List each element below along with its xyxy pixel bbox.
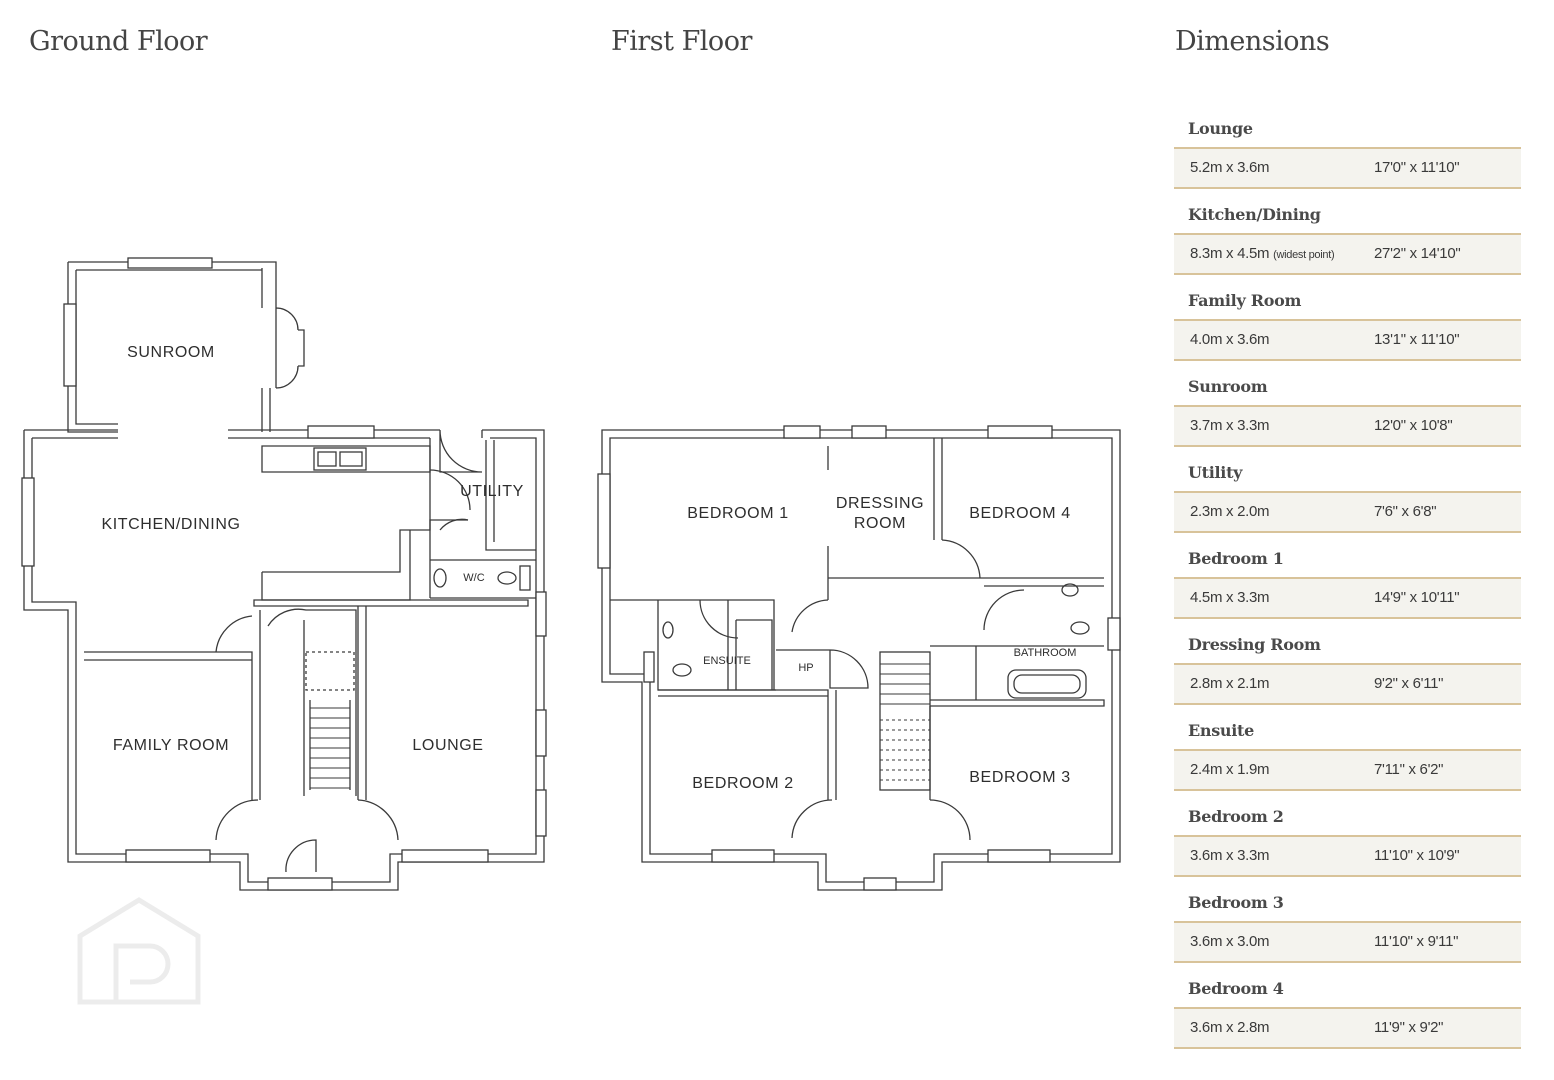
dimension-values: 3.7m x 3.3m 12'0" x 10'8"	[1174, 405, 1521, 447]
dimensions-heading: Dimensions	[1175, 26, 1330, 57]
imperial-size: 7'6" x 6'8"	[1374, 503, 1437, 520]
label-dressing-line1: DRESSING	[836, 495, 924, 512]
dimension-values: 5.2m x 3.6m 17'0" x 11'10"	[1174, 147, 1521, 189]
metric-size: 3.6m x 2.8m	[1190, 1019, 1270, 1036]
metric-value: 8.3m x 4.5m	[1190, 245, 1270, 262]
imperial-size: 7'11" x 6'2"	[1374, 761, 1444, 778]
room-name: Bedroom 2	[1188, 807, 1284, 826]
dimensions-rows: Lounge 5.2m x 3.6m 17'0" x 11'10" Kitchen/…	[1174, 112, 1521, 1058]
metric-value: 4.0m x 3.6m	[1190, 331, 1270, 348]
metric-value: 3.6m x 3.0m	[1190, 933, 1270, 950]
dimension-values: 3.6m x 3.0m 11'10" x 9'11"	[1174, 921, 1521, 963]
imperial-size: 11'9" x 9'2"	[1374, 1019, 1444, 1036]
dimension-row: Sunroom 3.7m x 3.3m 12'0" x 10'8"	[1174, 370, 1521, 456]
label-ensuite: ENSUITE	[703, 655, 751, 667]
room-name: Bedroom 4	[1188, 979, 1284, 998]
metric-size: 3.6m x 3.0m	[1190, 933, 1270, 950]
property-logo-watermark	[77, 897, 201, 1005]
dimension-values: 4.0m x 3.6m 13'1" x 11'10"	[1174, 319, 1521, 361]
room-name: Sunroom	[1188, 377, 1268, 396]
first-floor-plan	[597, 425, 1121, 891]
dimensions-table: Lounge 5.2m x 3.6m 17'0" x 11'10" Kitchen/…	[1174, 112, 1521, 1058]
ground-floor-heading: Ground Floor	[29, 26, 208, 57]
room-name: Ensuite	[1188, 721, 1255, 740]
metric-size: 4.5m x 3.3m	[1190, 589, 1270, 606]
metric-value: 2.8m x 2.1m	[1190, 675, 1270, 692]
metric-note: (widest point)	[1273, 249, 1335, 261]
dimension-row: Kitchen/Dining 8.3m x 4.5m (widest point)…	[1174, 198, 1521, 284]
metric-value: 3.6m x 3.3m	[1190, 847, 1270, 864]
dimension-values: 4.5m x 3.3m 14'9" x 10'11"	[1174, 577, 1521, 619]
first-floor-heading: First Floor	[611, 26, 752, 57]
dimension-row: Bedroom 3 3.6m x 3.0m 11'10" x 9'11"	[1174, 886, 1521, 972]
room-name: Utility	[1188, 463, 1243, 482]
dimension-row: Bedroom 1 4.5m x 3.3m 14'9" x 10'11"	[1174, 542, 1521, 628]
dimension-row: Utility 2.3m x 2.0m 7'6" x 6'8"	[1174, 456, 1521, 542]
room-name: Family Room	[1188, 291, 1302, 310]
metric-size: 4.0m x 3.6m	[1190, 331, 1270, 348]
label-family-room: FAMILY ROOM	[113, 737, 229, 754]
label-bedroom-3: BEDROOM 3	[969, 769, 1070, 786]
imperial-size: 12'0" x 10'8"	[1374, 417, 1453, 434]
room-name: Bedroom 1	[1188, 549, 1284, 568]
dimension-values: 3.6m x 2.8m 11'9" x 9'2"	[1174, 1007, 1521, 1049]
metric-value: 4.5m x 3.3m	[1190, 589, 1270, 606]
metric-size: 8.3m x 4.5m (widest point)	[1190, 245, 1335, 262]
room-name: Bedroom 3	[1188, 893, 1284, 912]
dimension-row: Bedroom 4 3.6m x 2.8m 11'9" x 9'2"	[1174, 972, 1521, 1058]
room-name: Kitchen/Dining	[1188, 205, 1321, 224]
imperial-size: 27'2" x 14'10"	[1374, 245, 1461, 262]
imperial-size: 11'10" x 10'9"	[1374, 847, 1460, 864]
dimension-values: 2.3m x 2.0m 7'6" x 6'8"	[1174, 491, 1521, 533]
label-bedroom-4: BEDROOM 4	[969, 505, 1070, 522]
dimension-values: 2.4m x 1.9m 7'11" x 6'2"	[1174, 749, 1521, 791]
metric-size: 5.2m x 3.6m	[1190, 159, 1270, 176]
label-wc: W/C	[463, 572, 484, 584]
dimension-row: Lounge 5.2m x 3.6m 17'0" x 11'10"	[1174, 112, 1521, 198]
metric-size: 2.4m x 1.9m	[1190, 761, 1270, 778]
metric-size: 2.8m x 2.1m	[1190, 675, 1270, 692]
ground-floor-plan	[21, 257, 547, 891]
metric-size: 2.3m x 2.0m	[1190, 503, 1270, 520]
room-name: Lounge	[1188, 119, 1253, 138]
room-name: Dressing Room	[1188, 635, 1321, 654]
label-dressing-line2: ROOM	[854, 515, 906, 532]
metric-value: 3.6m x 2.8m	[1190, 1019, 1270, 1036]
imperial-size: 14'9" x 10'11"	[1374, 589, 1460, 606]
label-bedroom-2: BEDROOM 2	[692, 775, 793, 792]
imperial-size: 13'1" x 11'10"	[1374, 331, 1460, 348]
label-lounge: LOUNGE	[412, 737, 483, 754]
imperial-size: 17'0" x 11'10"	[1374, 159, 1460, 176]
dimension-values: 2.8m x 2.1m 9'2" x 6'11"	[1174, 663, 1521, 705]
label-hp: HP	[798, 662, 813, 674]
label-kitchen-dining: KITCHEN/DINING	[101, 516, 240, 533]
label-bedroom-1: BEDROOM 1	[687, 505, 788, 522]
dimension-values: 3.6m x 3.3m 11'10" x 10'9"	[1174, 835, 1521, 877]
metric-value: 2.4m x 1.9m	[1190, 761, 1270, 778]
metric-size: 3.7m x 3.3m	[1190, 417, 1270, 434]
dimension-row: Family Room 4.0m x 3.6m 13'1" x 11'10"	[1174, 284, 1521, 370]
dimension-values: 8.3m x 4.5m (widest point) 27'2" x 14'10"	[1174, 233, 1521, 275]
dimension-row: Ensuite 2.4m x 1.9m 7'11" x 6'2"	[1174, 714, 1521, 800]
dimension-row: Dressing Room 2.8m x 2.1m 9'2" x 6'11"	[1174, 628, 1521, 714]
label-bathroom: BATHROOM	[1014, 647, 1077, 659]
label-sunroom: SUNROOM	[127, 344, 215, 361]
metric-value: 3.7m x 3.3m	[1190, 417, 1270, 434]
metric-size: 3.6m x 3.3m	[1190, 847, 1270, 864]
metric-value: 5.2m x 3.6m	[1190, 159, 1270, 176]
imperial-size: 9'2" x 6'11"	[1374, 675, 1444, 692]
label-utility: UTILITY	[460, 483, 524, 500]
dimension-row: Bedroom 2 3.6m x 3.3m 11'10" x 10'9"	[1174, 800, 1521, 886]
imperial-size: 11'10" x 9'11"	[1374, 933, 1459, 950]
metric-value: 2.3m x 2.0m	[1190, 503, 1270, 520]
floor-plans: SUNROOM KITCHEN/DINING UTILITY W/C FAMIL…	[21, 257, 1121, 891]
